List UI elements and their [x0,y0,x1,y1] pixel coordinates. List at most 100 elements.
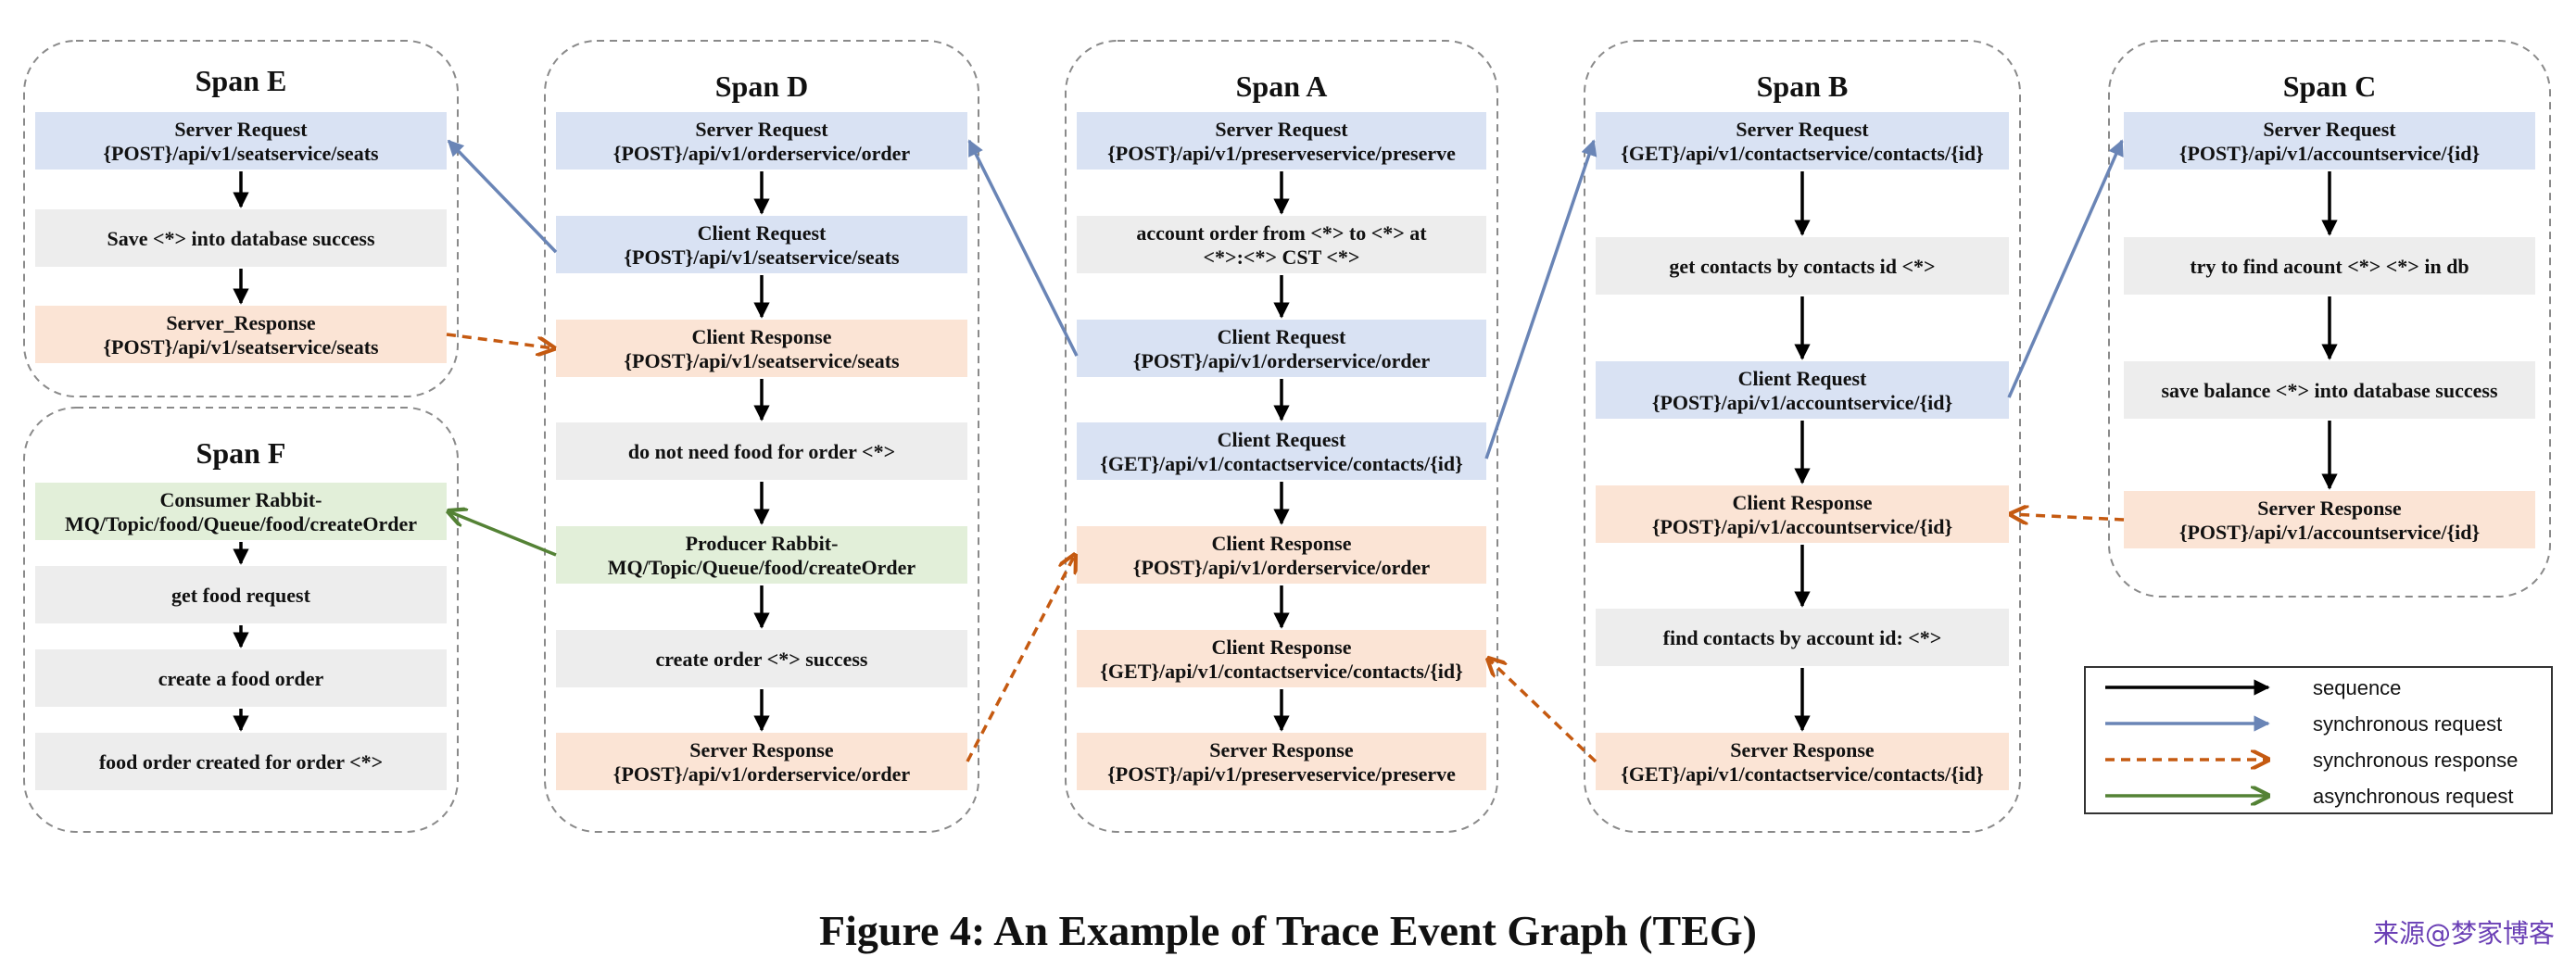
event-node-event: get contacts by contacts id <*> [1596,237,2009,295]
event-node-box [556,422,967,480]
event-node-text: Server Request [1215,118,1348,141]
event-node-box [2124,112,2535,170]
event-node-text: Server Request [2263,118,2396,141]
legend-label: synchronous request [2313,712,2502,736]
span-f: Span F Consumer Rabbit-MQ/Topic/food/Queu… [23,407,459,833]
synchronous-response-arrow [446,333,554,348]
synchronous-response-arrow [2011,514,2125,520]
synchronous-request-arrow [1484,139,1597,459]
event-node-request: Server Request{GET}/api/v1/contactservic… [1596,112,2009,170]
event-node-text: MQ/Topic/food/Queue/food/createOrder [65,512,417,535]
event-node-box [35,649,447,707]
span-title: Span A [1236,69,1328,103]
event-node-text: try to find acount <*> <*> in db [2190,255,2469,278]
event-node-text: create order <*> success [656,648,868,671]
event-node-text: Server Response [689,738,834,761]
event-node-box [556,733,967,790]
event-node-box [556,216,967,273]
span-title: Span F [196,436,286,470]
event-node-text: {POST}/api/v1/seatservice/seats [103,142,379,165]
event-node-request: Server Request{POST}/api/v1/seatservice/… [35,112,447,170]
event-node-response: Server Response{POST}/api/v1/orderservic… [556,733,967,790]
event-node-box [1077,112,1486,170]
event-node-text: account order from <*> to <*> at [1136,221,1427,245]
event-node-text: Client Response [1212,532,1352,555]
span-container [1065,40,1498,833]
event-node-text: food order created for order <*> [99,750,383,774]
event-node-text: {POST}/api/v1/preserveservice/preserve [1107,142,1456,165]
event-node-request: Server Request{POST}/api/v1/orderservice… [556,112,967,170]
event-node-text: Client Request [1218,428,1346,451]
event-node-event: get food request [35,566,447,623]
span-container [23,407,459,833]
event-node-box [2124,237,2535,295]
event-node-text: Server Request [1736,118,1869,141]
event-node-request: Client Request{POST}/api/v1/orderservice… [1077,320,1486,377]
event-node-text: do not need food for order <*> [628,440,895,463]
event-node-request: Client Request{POST}/api/v1/accountservi… [1596,361,2009,419]
event-node-box [1596,361,2009,419]
event-node-box [2124,491,2535,548]
event-node-async: Consumer Rabbit-MQ/Topic/food/Queue/food… [35,483,447,540]
figure-caption: Figure 4: An Example of Trace Event Grap… [819,907,1757,954]
event-node-text: {POST}/api/v1/orderservice/order [1133,349,1431,372]
event-node-text: {POST}/api/v1/seatservice/seats [624,349,900,372]
event-node-text: {GET}/api/v1/contactservice/contacts/{id… [1100,660,1463,683]
event-node-response: Server Response{POST}/api/v1/accountserv… [2124,491,2535,548]
event-node-response: Client Response{POST}/api/v1/orderservic… [1077,526,1486,584]
event-node-text: {POST}/api/v1/seatservice/seats [103,335,379,359]
event-node-text: save balance <*> into database success [2161,379,2497,402]
event-node-text: Client Request [1738,367,1867,390]
event-node-box [1596,609,2009,666]
event-node-text: {POST}/api/v1/accountservice/{id} [1652,391,1952,414]
event-node-response: Server Response{GET}/api/v1/contactservi… [1596,733,2009,790]
event-node-box [1596,237,2009,295]
asynchronous-request-arrow [448,511,557,557]
event-node-text: Server Response [1730,738,1875,761]
span-b: Span B Server Request{GET}/api/v1/contact… [1584,40,2021,833]
event-node-text: {POST}/api/v1/preserveservice/preserve [1107,762,1456,786]
event-node-text: {POST}/api/v1/accountservice/{id} [2179,142,2480,165]
event-node-text: get food request [171,584,311,607]
span-title: Span B [1757,69,1849,103]
synchronous-request-arrow [967,139,1079,357]
event-node-text: {POST}/api/v1/orderservice/order [1133,556,1431,579]
event-node-text: Client Response [1733,491,1873,514]
event-node-box [556,630,967,687]
event-node-box [556,526,967,584]
span-container [2108,40,2551,598]
event-node-box [35,209,447,267]
event-node-request: Server Request{POST}/api/v1/preserveserv… [1077,112,1486,170]
event-node-response: Client Response{GET}/api/v1/contactservi… [1077,630,1486,687]
event-node-box [1077,733,1486,790]
synchronous-request-arrow [2007,139,2124,398]
legend-box [2084,666,2553,814]
event-node-event: do not need food for order <*> [556,422,967,480]
event-node-request: Server Request{POST}/api/v1/accountservi… [2124,112,2535,170]
event-node-event: try to find acount <*> <*> in db [2124,237,2535,295]
span-container [1584,40,2021,833]
event-node-box [35,112,447,170]
event-node-request: Client Request{POST}/api/v1/seatservice/… [556,216,967,273]
span-container [23,40,459,397]
event-node-box [556,320,967,377]
event-node-box [556,112,967,170]
event-node-text: {GET}/api/v1/contactservice/contacts/{id… [1621,142,1984,165]
event-node-response: Client Response{POST}/api/v1/accountserv… [1596,485,2009,543]
event-node-text: {POST}/api/v1/seatservice/seats [624,245,900,269]
event-node-async: Producer Rabbit-MQ/Topic/Queue/food/crea… [556,526,967,584]
event-node-event: account order from <*> to <*> at<*>:<*> … [1077,216,1486,273]
event-node-text: create a food order [158,667,324,690]
event-node-text: Server Response [2257,497,2402,520]
event-node-text: Save <*> into database success [107,227,375,250]
event-node-box [35,483,447,540]
event-node-text: get contacts by contacts id <*> [1669,255,1935,278]
event-node-text: Consumer Rabbit- [159,488,322,511]
event-node-text: {POST}/api/v1/accountservice/{id} [2179,521,2480,544]
event-node-text: {POST}/api/v1/accountservice/{id} [1652,515,1952,538]
event-node-response: Server Response{POST}/api/v1/preserveser… [1077,733,1486,790]
